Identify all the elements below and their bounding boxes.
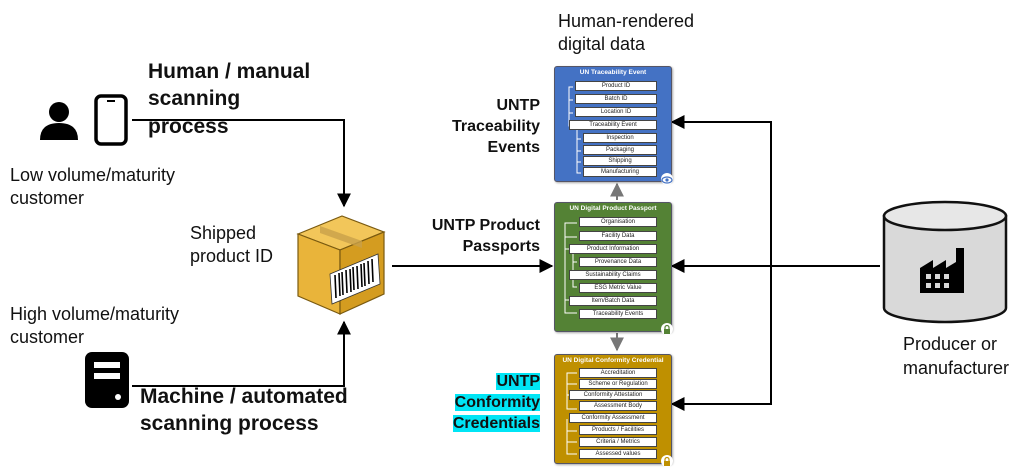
card-field: Batch ID (575, 94, 657, 104)
card-title: UN Digital Product Passport (569, 205, 657, 212)
human-rendered-label: Human-rendered digital data (558, 11, 695, 55)
card-field: ESG Metric Value (579, 283, 657, 293)
person-icon (40, 102, 78, 140)
producer-label: Producer or manufacturer (903, 334, 1010, 379)
card-title: UN Digital Conformity Credential (562, 357, 664, 364)
card-field: Products / Facilities (579, 425, 657, 435)
card-field: Sustainability Claims (569, 270, 657, 280)
card-field: Accreditation (579, 368, 657, 378)
card-field: Item/Batch Data (569, 296, 657, 306)
card-field: Shipping (583, 156, 657, 166)
barcode-icon (329, 253, 381, 305)
shipping-box-icon (296, 215, 386, 315)
card-field: Scheme or Regulation (579, 379, 657, 389)
eye-icon (661, 173, 673, 185)
card-field: Assessment Body (579, 401, 657, 411)
card-field: Product ID (575, 81, 657, 91)
product-passport-card: UN Digital Product Passport Organisation… (554, 202, 673, 335)
high-volume-label: High volume/maturity customer (10, 304, 180, 348)
conformity-credentials-label: UNTP Conformity Credentials (430, 372, 540, 434)
card-field: Traceability Event (569, 120, 657, 130)
card-field: Inspection (583, 133, 657, 143)
card-title: UN Traceability Event (579, 69, 647, 76)
machine-process-label: Machine / automated scanning process (140, 385, 348, 436)
lock-icon (661, 455, 673, 467)
phone-icon (94, 94, 128, 146)
card-field: Location ID (575, 107, 657, 117)
card-field: Provenance Data (579, 257, 657, 267)
human-process-label: Human / manual scanning process (148, 60, 311, 138)
low-volume-label: Low volume/maturity customer (10, 165, 176, 209)
card-field: Criteria / Metrics (579, 437, 657, 447)
traceability-events-label: UNTP Traceability Events (451, 97, 540, 156)
card-field: Conformity Attestation (569, 390, 657, 400)
card-field: Facility Data (579, 231, 657, 241)
lock-icon (661, 323, 673, 335)
factory-icon (920, 248, 964, 293)
card-field: Conformity Assessment (569, 413, 657, 423)
card-field: Assessed values (579, 449, 657, 459)
card-field: Product Information (569, 244, 657, 254)
card-field: Packaging (583, 145, 657, 155)
server-icon (85, 352, 129, 408)
conformity-credential-card: UN Digital Conformity Credential Accredi… (554, 354, 673, 467)
product-passports-label: UNTP Product Passports (431, 217, 540, 255)
cylinder-icon (882, 200, 1008, 324)
traceability-event-card: UN Traceability Event Product ID Batch I… (554, 66, 673, 185)
card-field: Organisation (579, 217, 657, 227)
card-field: Manufacturing (583, 167, 657, 177)
card-field: Traceability Events (579, 309, 657, 319)
shipped-product-label: Shipped product ID (190, 223, 274, 267)
